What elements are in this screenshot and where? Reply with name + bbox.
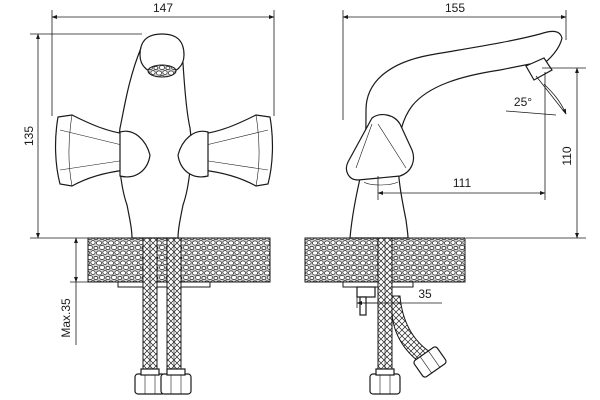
front-mounting-plate xyxy=(117,281,211,288)
front-handle-left xyxy=(54,114,127,187)
front-hose-nut-right xyxy=(160,368,192,395)
front-handle-right xyxy=(201,114,274,187)
front-max-depth-dim: Max.35 xyxy=(59,298,73,338)
side-angle-dim: 25° xyxy=(514,95,532,109)
front-hose-nut-left xyxy=(134,368,166,395)
side-lever-handle xyxy=(345,114,415,181)
front-aerator-mesh xyxy=(147,64,177,78)
side-width-dim: 155 xyxy=(445,1,465,15)
side-reach-dim: 111 xyxy=(453,176,472,190)
side-hose-nut-bottom xyxy=(369,368,401,395)
side-spout-tip xyxy=(525,57,553,81)
front-faucet-body xyxy=(118,47,192,239)
front-view: 147 135 Max.35 xyxy=(22,1,275,395)
side-height-dim: 110 xyxy=(560,146,574,165)
side-hose-nut-angled xyxy=(413,346,447,378)
side-pipe-dim: 35 xyxy=(418,287,432,301)
side-view: 155 110 111 25° 35 xyxy=(304,1,586,395)
front-width-dim: 147 xyxy=(153,1,173,15)
front-height-dim: 135 xyxy=(22,126,36,146)
